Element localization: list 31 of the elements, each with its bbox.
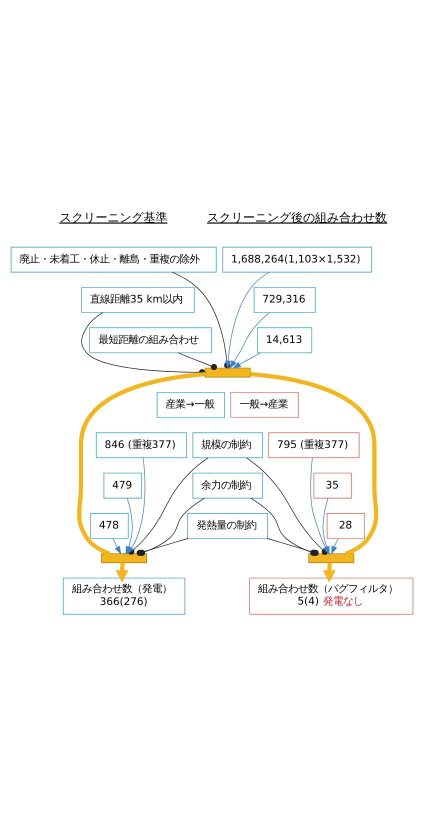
label: スクリーニング基準: [59, 210, 168, 224]
arrow: [112, 538, 122, 554]
node-box: 795 (重複377): [268, 432, 360, 458]
node-box: 直線距離35 km以内: [81, 287, 195, 313]
node-box: 14,613: [257, 327, 312, 354]
arrow: [331, 538, 339, 555]
node-box: 余力の制約: [192, 472, 263, 498]
arrow: [230, 312, 270, 369]
node-bar: [204, 368, 251, 378]
node-box: 規模の制約: [192, 432, 263, 458]
node-box: 組み合わせ数（発電） 366(276): [62, 578, 186, 615]
node-box: 発熱量の制約: [187, 513, 268, 539]
node-box: 846 (重複377): [96, 432, 187, 458]
node-box: 729,316: [254, 287, 316, 313]
node-box: 最短距離の組み合わせ: [89, 327, 212, 354]
node-box: 478: [90, 513, 129, 539]
node-box: 産業→一般: [156, 392, 225, 418]
node-box: 廃止・未着工・休止・離島・重複の除外: [10, 246, 217, 272]
node-bar: [308, 553, 354, 564]
node-box: 35: [314, 472, 352, 498]
arrow: [116, 562, 128, 582]
connector: [178, 352, 218, 370]
node-box: 1,688,264(1,103×1,532): [222, 246, 372, 272]
node-box: 組み合わせ数（バグフィルタ） 5(4) 発電なし: [249, 578, 414, 615]
arrow: [322, 562, 336, 582]
node-bar: [101, 553, 147, 564]
label: スクリーニング後の組み合わせ数: [207, 210, 388, 224]
node-box: 479: [104, 472, 142, 498]
node-box: 一般→産業: [230, 392, 299, 418]
node-box: 28: [326, 513, 365, 539]
arrow: [232, 352, 262, 369]
